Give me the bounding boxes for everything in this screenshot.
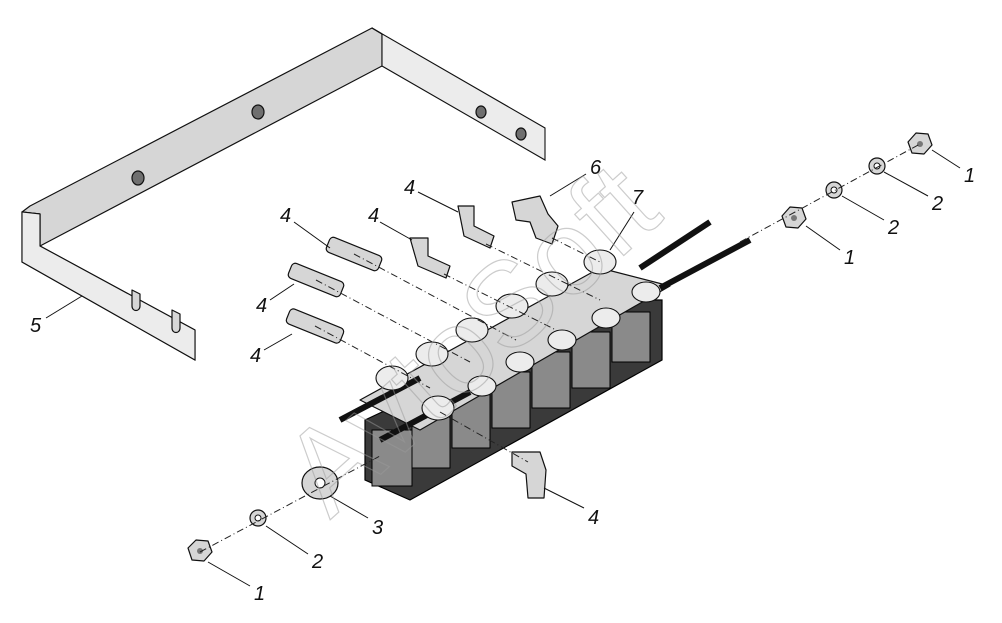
lock-washer-bottom [249, 509, 267, 527]
flat-washer-3 [301, 466, 339, 500]
callout-5: 5 [30, 315, 42, 337]
elbow-connector-6 [511, 195, 559, 245]
hex-nut-right-top [907, 132, 933, 155]
elbow-fitting-top [457, 205, 495, 249]
callout-3: 3 [372, 517, 383, 539]
callout-1-right-top: 1 [964, 165, 975, 187]
callout-4-bottom: 4 [588, 507, 599, 529]
hex-nut-bottom [187, 539, 213, 562]
callout-2-right-mid: 2 [887, 217, 899, 239]
lock-washer-right-mid [825, 181, 843, 199]
callout-4-b: 4 [368, 205, 379, 227]
hex-nut-right-mid [781, 206, 807, 229]
callout-4-c: 4 [256, 295, 267, 317]
callout-7: 7 [632, 187, 644, 209]
callout-4-top: 4 [404, 177, 415, 199]
mounting-bracket [21, 27, 546, 361]
callout-2-bottom: 2 [311, 551, 323, 573]
assembly-axes [199, 143, 921, 553]
leader-lines [45, 149, 961, 587]
callout-4-d: 4 [250, 345, 261, 367]
callout-6: 6 [590, 157, 602, 179]
callout-1-bottom: 1 [254, 583, 265, 605]
callout-1-right-mid: 1 [844, 247, 855, 269]
lock-washer-right-top [868, 157, 886, 175]
valve-manifold [338, 219, 752, 501]
callout-2-right-top: 2 [931, 193, 943, 215]
elbow-fitting-mid [409, 237, 451, 279]
callout-4-a: 4 [280, 205, 291, 227]
callouts: 1 2 2 1 6 7 4 4 4 4 4 4 5 3 2 1 [30, 157, 975, 605]
elbow-fitting-bottom [511, 451, 547, 499]
